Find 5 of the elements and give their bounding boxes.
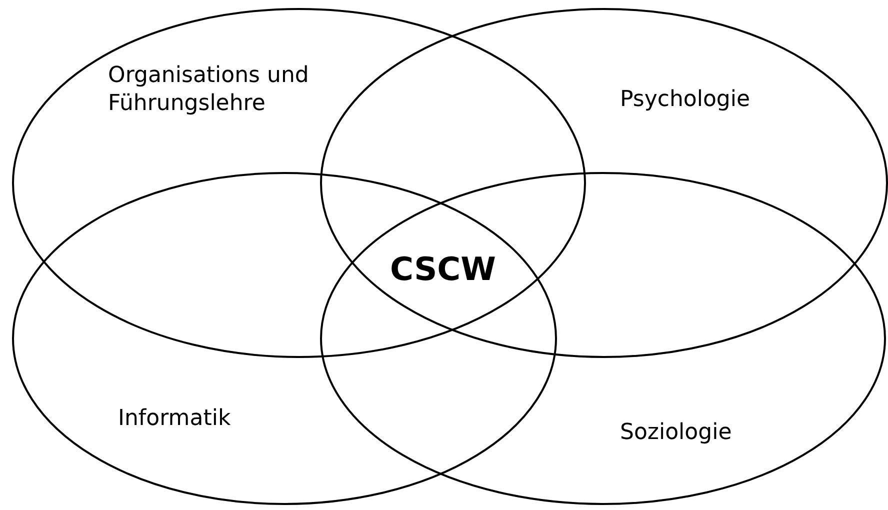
set-label: Organisations und Führungslehre [108,62,310,117]
intersection-label: CSCW [390,250,496,288]
set-label: Psychologie [620,86,752,114]
set-label: Soziologie [620,419,733,446]
set-label: Informatik [118,405,232,432]
